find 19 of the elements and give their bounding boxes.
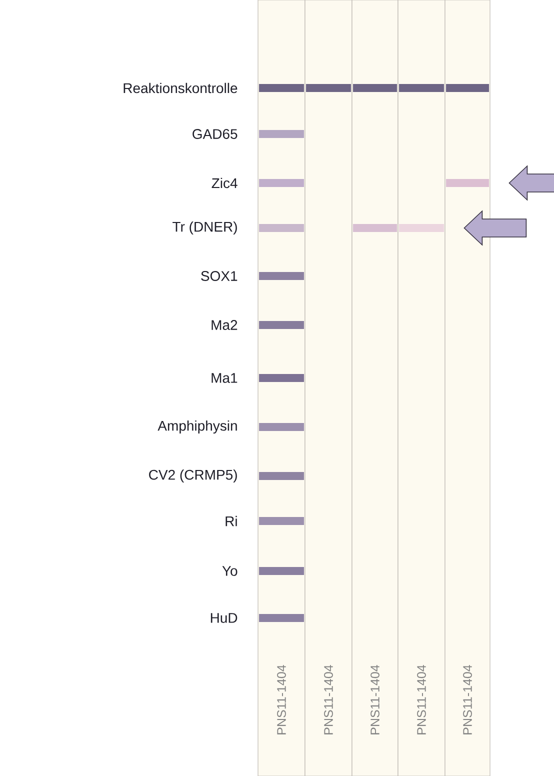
strip-label: PNS11-1404	[370, 665, 380, 734]
analyte-label: Zic4	[212, 178, 238, 188]
analyte-label: Reaktionskontrolle	[124, 82, 238, 94]
analyte-label: CV2 (CRMP5)	[149, 469, 237, 483]
analyte-label: Ma2	[212, 320, 238, 330]
analyte-label: SOX1	[201, 271, 238, 281]
analyte-label: Tr (DNER)	[172, 221, 237, 235]
analyte-label: Amphiphysin	[158, 420, 237, 434]
strip-label: PNS11-1404	[463, 665, 472, 734]
strip-label: PNS11-1404	[417, 665, 426, 734]
strip-label: PNS11-1404	[324, 665, 333, 734]
analyte-label: GAD65	[192, 129, 238, 139]
band	[399, 224, 444, 232]
analyte-label: HuD	[210, 613, 238, 623]
strip-label: PNS11-1404	[277, 665, 286, 734]
analyte-label: Ri	[226, 516, 237, 526]
analyte-label: Yo	[222, 566, 238, 576]
band	[446, 179, 489, 187]
analyte-label: Ma1	[212, 373, 238, 383]
